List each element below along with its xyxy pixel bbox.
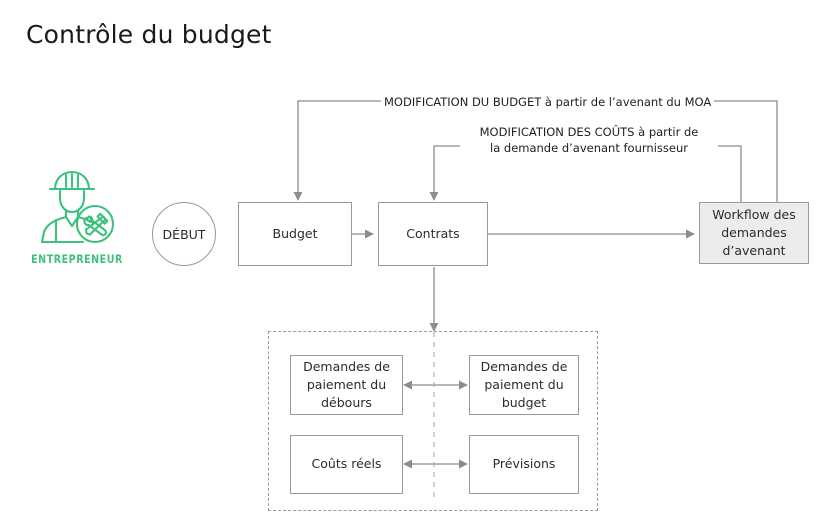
node-couts-reels-label: Coûts réels <box>311 456 382 472</box>
node-previsions[interactable]: Prévisions <box>469 435 579 494</box>
node-budget-label: Budget <box>272 225 318 241</box>
node-workflow-demandes-avenant[interactable]: Workflow des demandes d’avenant <box>699 202 809 264</box>
page-title: Contrôle du budget <box>26 20 272 49</box>
node-demandes-paiement-debours-label: Demandes de paiement du débours <box>303 358 390 411</box>
node-contrats-label: Contrats <box>406 225 460 241</box>
edge-label-modification-couts-line2: la demande d’avenant fournisseur <box>460 140 718 157</box>
group-suivi-budgetaire <box>268 331 598 511</box>
edge-label-modification-budget: MODIFICATION DU BUDGET à partir de l’ave… <box>381 94 715 111</box>
node-demandes-paiement-budget-label: Demandes de paiement du budget <box>480 358 568 411</box>
actor-entrepreneur: ENTREPRENEUR <box>22 166 132 266</box>
node-workflow-label: Workflow des demandes d’avenant <box>712 206 796 259</box>
node-previsions-label: Prévisions <box>492 456 556 472</box>
node-couts-reels[interactable]: Coûts réels <box>290 435 403 494</box>
node-demandes-paiement-debours[interactable]: Demandes de paiement du débours <box>290 355 403 415</box>
node-debut[interactable]: DÉBUT <box>152 202 216 266</box>
node-budget[interactable]: Budget <box>238 202 352 266</box>
node-demandes-paiement-budget[interactable]: Demandes de paiement du budget <box>469 355 579 415</box>
actor-label: ENTREPRENEUR <box>31 252 123 266</box>
worker-with-tools-icon <box>40 170 115 244</box>
edge-label-modification-couts-line1: MODIFICATION DES COÛTS à partir de <box>460 124 718 141</box>
node-debut-label: DÉBUT <box>162 226 206 242</box>
node-contrats[interactable]: Contrats <box>378 202 488 266</box>
